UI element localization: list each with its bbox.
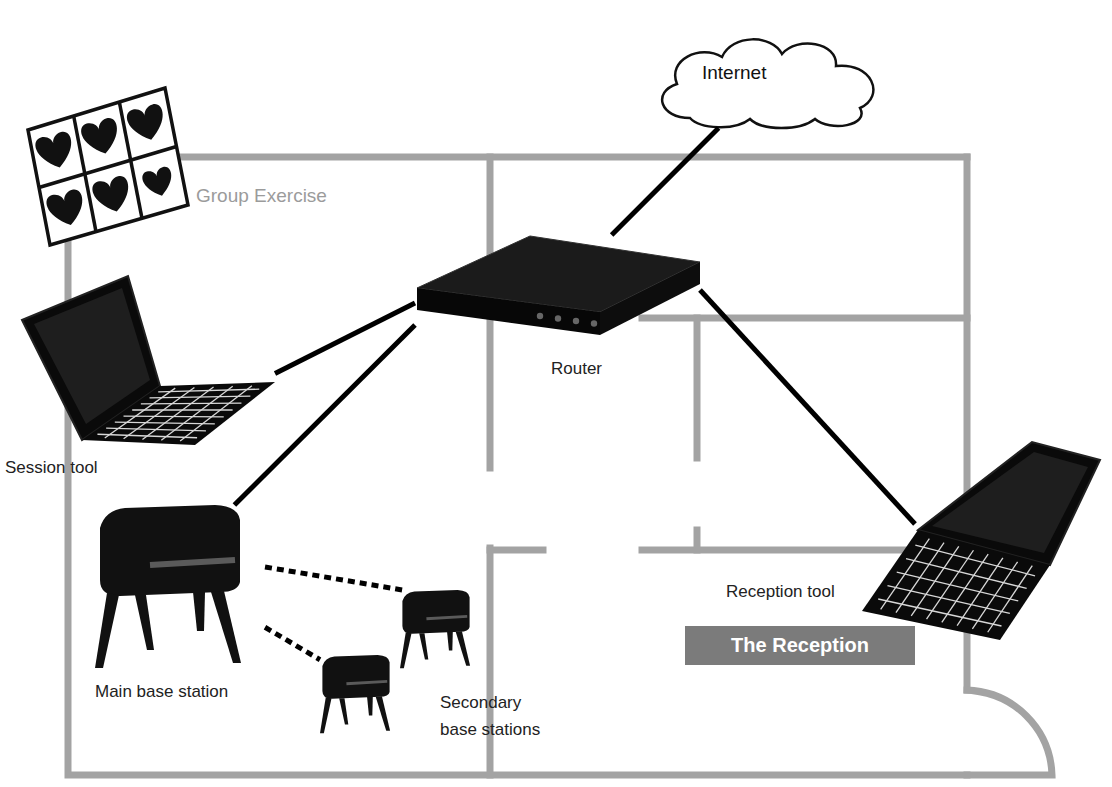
area-label: Group Exercise bbox=[196, 181, 327, 210]
device-label: Secondary base stations bbox=[440, 689, 554, 743]
session-laptop bbox=[22, 276, 275, 445]
reception-laptop bbox=[862, 442, 1100, 640]
cloud-node: Internet bbox=[655, 38, 882, 128]
secondary-base-station-device bbox=[400, 590, 470, 668]
device-node: Session tool bbox=[20, 275, 275, 445]
reception-bar: The Reception bbox=[685, 626, 915, 665]
keyboard-grid-line bbox=[878, 599, 1001, 626]
device-node: Reception tool bbox=[915, 440, 1100, 640]
keyboard-grid-line bbox=[124, 388, 195, 439]
device-label: Router bbox=[551, 356, 602, 382]
walls bbox=[68, 157, 1052, 775]
wireless-link bbox=[265, 627, 320, 660]
network-link bbox=[700, 290, 915, 524]
device-label: Reception tool bbox=[726, 579, 835, 605]
keyboard-grid-line bbox=[915, 545, 1035, 576]
wireless-link bbox=[265, 567, 403, 590]
router-device bbox=[417, 236, 700, 335]
keyboard-grid-line bbox=[906, 559, 1027, 589]
device-node: Main base station bbox=[95, 505, 265, 668]
device-node: Secondary base stations bbox=[320, 590, 470, 745]
heart-icon bbox=[141, 165, 176, 199]
network-link bbox=[275, 303, 415, 374]
heart-icon bbox=[79, 116, 123, 158]
keyboard-grid-line bbox=[180, 386, 252, 441]
network-link bbox=[612, 128, 719, 235]
group-exercise-screen bbox=[28, 88, 188, 245]
device-label: Main base station bbox=[95, 679, 228, 705]
keyboard-grid-line bbox=[887, 586, 1009, 614]
main-base-station-device bbox=[95, 505, 241, 668]
keyboard-grid-line bbox=[161, 386, 232, 440]
reception-bar-label: The Reception bbox=[731, 630, 869, 661]
heart-icon bbox=[45, 188, 89, 230]
keyboard-grid-line bbox=[142, 387, 213, 440]
heart-icon bbox=[34, 130, 78, 172]
screen-frame bbox=[28, 88, 188, 245]
network-link bbox=[234, 325, 415, 505]
keyboard-grid-line bbox=[105, 388, 176, 438]
device-node: Router bbox=[415, 235, 700, 335]
secondary-base-station-device bbox=[320, 655, 390, 733]
screen-node: Group Exercise bbox=[28, 88, 188, 245]
keyboard-grid-line bbox=[897, 572, 1019, 601]
heart-icon bbox=[125, 102, 169, 144]
device-label: Session tool bbox=[5, 455, 98, 481]
internet-cloud bbox=[662, 39, 873, 128]
heart-icon bbox=[91, 174, 135, 216]
cloud-label: Internet bbox=[702, 58, 766, 87]
